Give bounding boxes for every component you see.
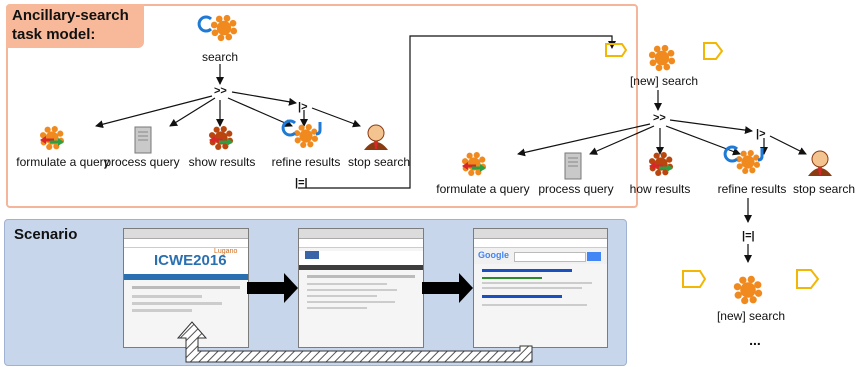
loop-back-arrow: [176, 321, 533, 363]
suspend-operator-right: |>: [756, 128, 766, 140]
task-label-left-3: refine results: [271, 155, 341, 169]
process-query-server-icon-right: [564, 152, 582, 180]
refine-results-icon-left-cycle: [281, 119, 297, 137]
task-label-left-4: stop search: [347, 155, 411, 169]
formulate-arrows-icon-left: [40, 136, 64, 146]
stop-search-person-icon-right: [808, 150, 832, 176]
refine-results-icon-left-splat: [293, 123, 319, 149]
task-label-right-0: formulate a query: [436, 182, 530, 196]
left-tree-edges: [95, 35, 616, 189]
search-cycle-icon-left: [197, 15, 213, 33]
scenario-title: Scenario: [14, 226, 78, 243]
task-label-right-3: refine results: [717, 182, 787, 196]
root-label-left: search: [201, 50, 239, 64]
icwe-sub: Lugano: [214, 248, 238, 255]
arrow-2-to-3: [422, 273, 473, 303]
google-logo: Google: [478, 250, 509, 260]
show-results-arrows-icon-left: [209, 136, 233, 146]
scenario-arrows: [176, 273, 533, 363]
arrow-1-to-2: [247, 273, 298, 303]
root-label-right: [new] search: [629, 74, 699, 88]
task-label-left-0: formulate a query: [16, 155, 110, 169]
yellow-markers: [605, 42, 820, 289]
screenshot-conference-site: ICWE2016 Lugano: [123, 228, 249, 348]
formulate-query-icon-right: [461, 151, 487, 177]
task-label-right-1: process query: [538, 182, 614, 196]
icwe-logo: ICWE2016: [154, 252, 227, 269]
suspend-operator-left: |>: [298, 101, 308, 113]
refine-results-icon-right-tool: [757, 148, 764, 162]
loop-operator-right: |=|: [742, 230, 755, 242]
loop-operator-left: |=|: [295, 177, 308, 189]
title-badge: [6, 4, 144, 48]
refine-results-icon-right-splat: [735, 149, 761, 175]
task-label-right-4: stop search: [792, 182, 856, 196]
refine-results-icon-right-cycle: [723, 145, 739, 163]
ellipsis: ...: [749, 332, 761, 348]
show-results-arrows-icon-right: [649, 162, 673, 172]
task-label-left-1: process query: [104, 155, 180, 169]
stop-search-person-icon-left: [364, 124, 388, 150]
task-label-left-2: show results: [188, 155, 256, 169]
formulate-arrows-icon-right: [462, 162, 486, 172]
diagram-title: Ancillary-search task model:: [12, 7, 129, 43]
repeat-search-splat-icon: [733, 275, 763, 305]
enable-operator-right: >>: [653, 112, 666, 124]
process-query-server-icon-left: [134, 126, 152, 154]
search-splat-icon-left: [210, 14, 238, 42]
screenshot-dblp: [298, 228, 424, 348]
repeat-root-label: [new] search: [716, 309, 786, 323]
screenshot-google-scholar: Google: [473, 228, 608, 348]
enable-operator-left: >>: [214, 85, 227, 97]
task-label-right-2: how results: [629, 182, 691, 196]
new-search-splat-icon-right: [648, 44, 676, 72]
refine-results-icon-left-tool: [315, 122, 322, 136]
